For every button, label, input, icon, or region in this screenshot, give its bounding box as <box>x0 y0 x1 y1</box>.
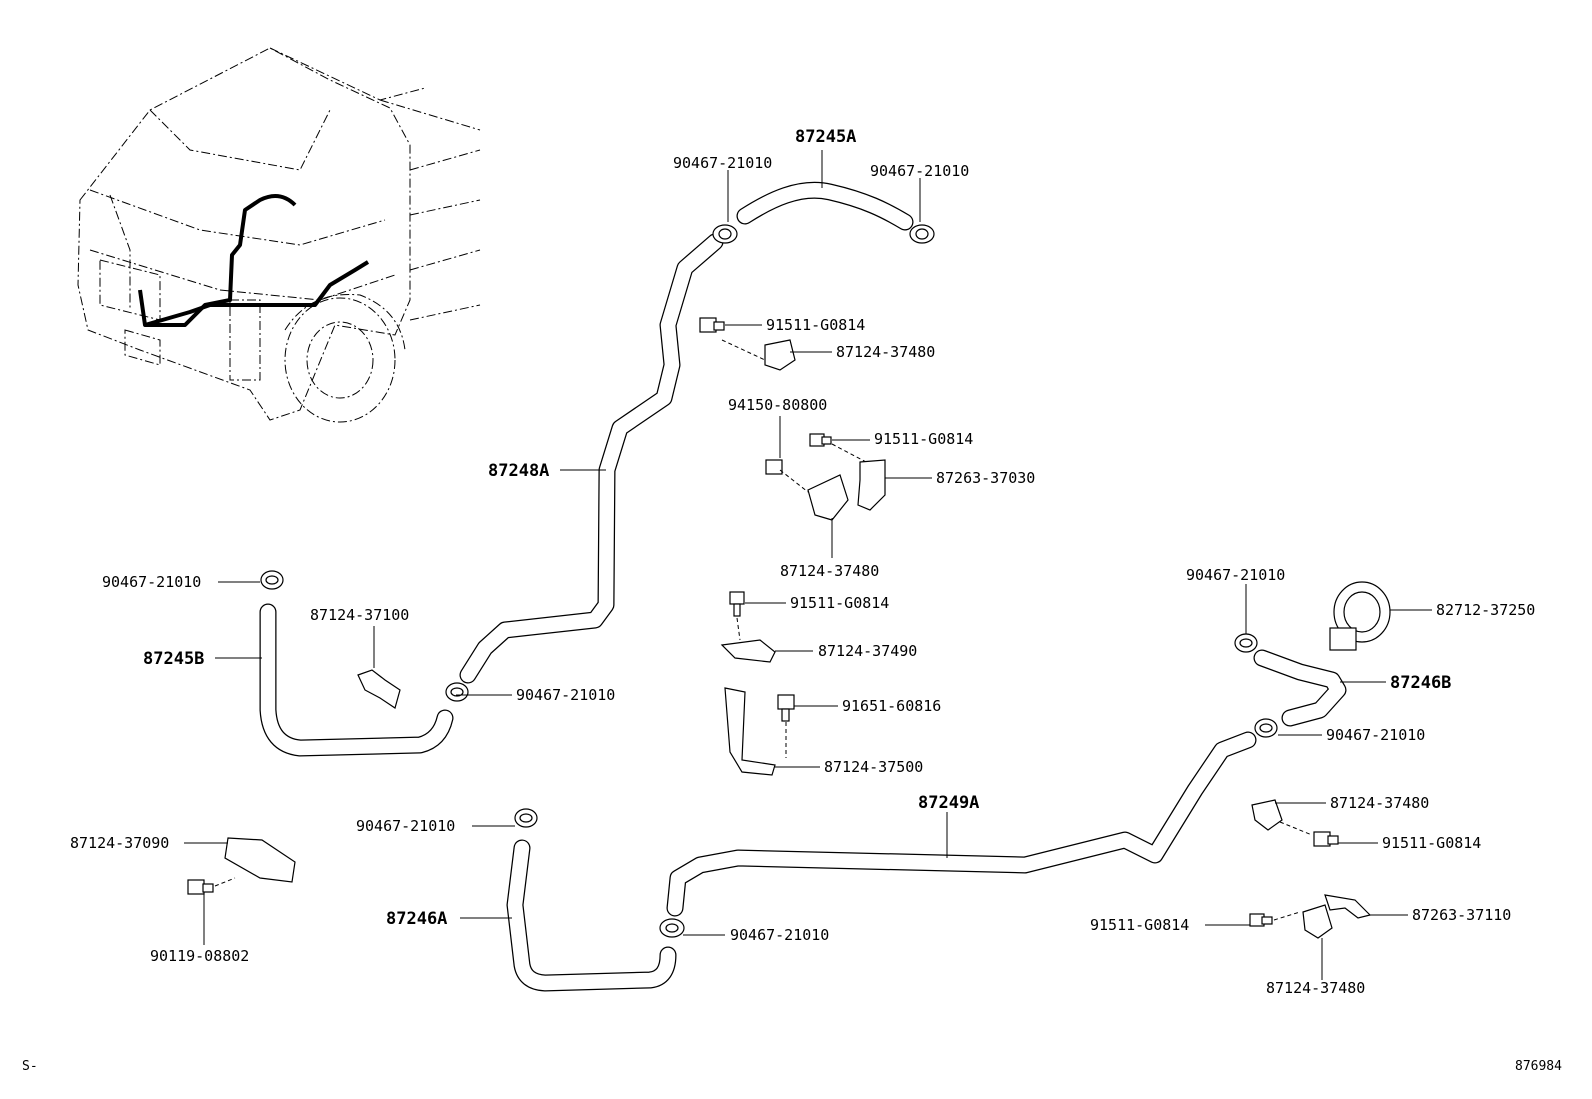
hose-clamp-icon <box>1254 718 1278 738</box>
hose-clamp-icon <box>445 682 469 702</box>
bolt-icon <box>809 433 832 447</box>
hose-87246B <box>1253 649 1347 727</box>
bolt-icon <box>187 879 214 895</box>
label-87248A: 87248A <box>488 461 549 481</box>
label-90467-21010: 90467-21010 <box>516 686 615 704</box>
label-90467-21010: 90467-21010 <box>870 162 969 180</box>
hose-clip-icon <box>807 474 849 521</box>
hose-clamp-icon <box>909 224 935 244</box>
hose-clip-icon <box>357 669 401 709</box>
label-87124-37480: 87124-37480 <box>836 343 935 361</box>
hose-clamp-icon <box>260 570 284 590</box>
hose-87249A <box>666 731 1257 917</box>
label-90467-21010: 90467-21010 <box>356 817 455 835</box>
label-90467-21010: 90467-21010 <box>673 154 772 172</box>
label-87263-37110: 87263-37110 <box>1412 906 1511 924</box>
bracket-icon <box>724 687 776 776</box>
hose-clamp-icon <box>1234 633 1258 653</box>
label-87249A: 87249A <box>918 793 979 813</box>
label-87263-37030: 87263-37030 <box>936 469 1035 487</box>
bracket-icon <box>224 837 296 883</box>
hose-clip-icon <box>764 339 796 371</box>
leader-lines <box>184 150 1432 980</box>
truck-inset <box>77 47 481 423</box>
label-90119-08802: 90119-08802 <box>150 947 249 965</box>
hose-87248A <box>459 233 724 684</box>
footer-diagram-number: 876984 <box>1515 1059 1562 1074</box>
label-87245B: 87245B <box>143 649 204 669</box>
label-90467-21010: 90467-21010 <box>1186 566 1285 584</box>
label-91511-G0814: 91511-G0814 <box>874 430 973 448</box>
hose-87245A <box>736 181 914 231</box>
label-91511-G0814: 91511-G0814 <box>1090 916 1189 934</box>
label-90467-21010: 90467-21010 <box>102 573 201 591</box>
bracket-icon <box>720 639 776 663</box>
nut-icon <box>765 459 783 475</box>
label-91511-G0814: 91511-G0814 <box>1382 834 1481 852</box>
label-91511-G0814: 91511-G0814 <box>790 594 889 612</box>
label-87245A: 87245A <box>795 127 856 147</box>
label-91511-G0814: 91511-G0814 <box>766 316 865 334</box>
footer-left-code: S- <box>22 1059 38 1074</box>
bolt-icon <box>1249 913 1273 927</box>
label-87246A: 87246A <box>386 909 447 929</box>
hose-87245B <box>259 603 454 757</box>
bolt-icon <box>699 317 725 333</box>
label-91651-60816: 91651-60816 <box>842 697 941 715</box>
label-87124-37500: 87124-37500 <box>824 758 923 776</box>
label-90467-21010: 90467-21010 <box>1326 726 1425 744</box>
bolt-icon <box>1313 831 1339 847</box>
hose-clamp-icon <box>514 808 538 828</box>
bracket-icon <box>1324 894 1372 919</box>
hose-clamp-icon <box>712 224 738 244</box>
hose-clip-icon <box>1251 799 1283 831</box>
label-87124-37090: 87124-37090 <box>70 834 169 852</box>
label-87246B: 87246B <box>1390 673 1451 693</box>
hose-clip-icon <box>1302 904 1333 939</box>
large-band-clamp-icon <box>1329 581 1391 651</box>
label-87124-37480: 87124-37480 <box>1266 979 1365 997</box>
label-90467-21010: 90467-21010 <box>730 926 829 944</box>
label-94150-80800: 94150-80800 <box>728 396 827 414</box>
label-87124-37100: 87124-37100 <box>310 606 409 624</box>
hose-87246A <box>506 839 677 992</box>
bolt-icon <box>729 591 745 617</box>
label-87124-37490: 87124-37490 <box>818 642 917 660</box>
bolt-icon <box>777 694 795 722</box>
bracket-icon <box>857 459 886 511</box>
label-82712-37250: 82712-37250 <box>1436 601 1535 619</box>
label-87124-37480: 87124-37480 <box>1330 794 1429 812</box>
label-87124-37480: 87124-37480 <box>780 562 879 580</box>
hose-clamp-icon <box>659 918 685 938</box>
